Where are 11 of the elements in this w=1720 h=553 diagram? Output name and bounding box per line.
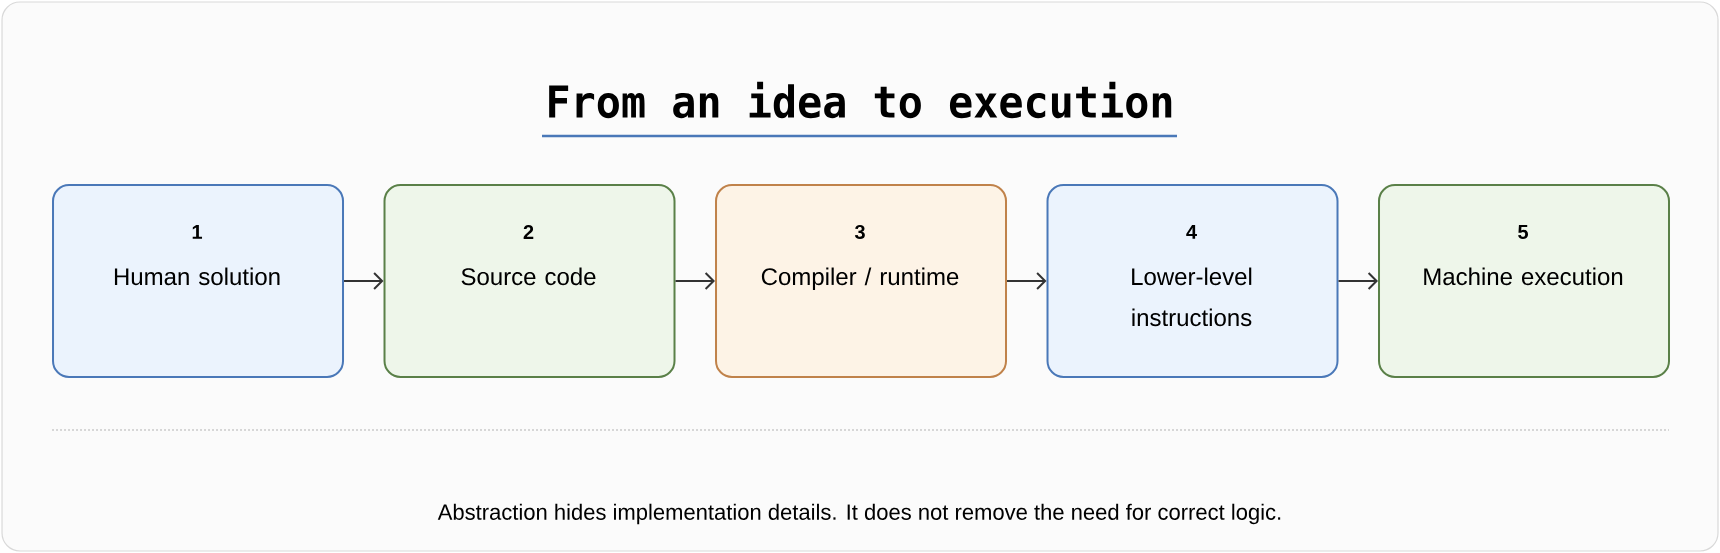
caption: Abstraction hides implementation details. It does not remove the need for correct logic. xyxy=(437,503,1281,525)
process-box: 3 Compiler / runtime xyxy=(715,184,1007,378)
arrow xyxy=(1006,272,1047,290)
arrow xyxy=(343,272,384,290)
process-box: 4 Lower-level instructions xyxy=(1046,184,1339,378)
process-box: 1 Human solution xyxy=(52,184,344,378)
process-box: 5 Machine execution xyxy=(1378,184,1670,378)
arrow xyxy=(1337,272,1378,290)
title: From an idea to execution xyxy=(549,81,1172,119)
arrow xyxy=(674,272,715,290)
process-box: 2 Source code xyxy=(383,184,676,378)
